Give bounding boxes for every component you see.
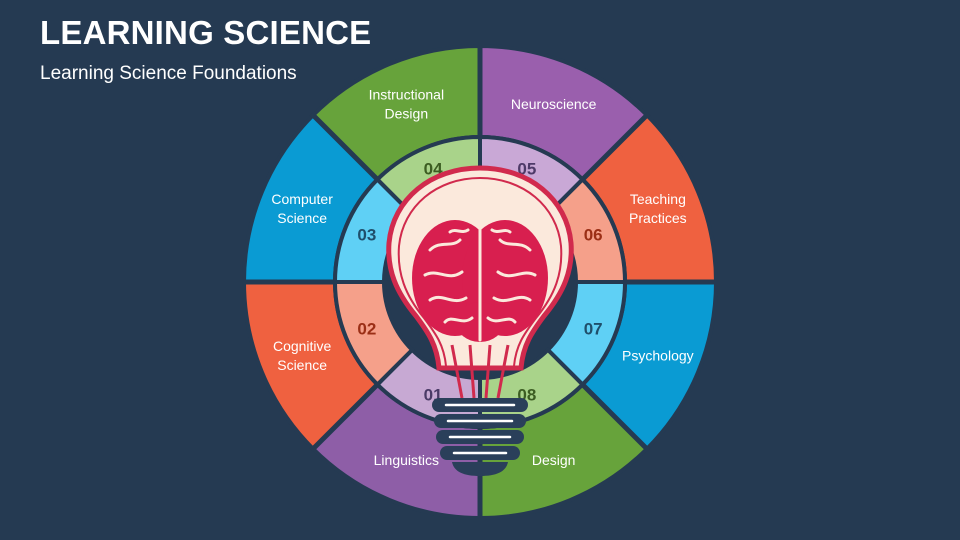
segment-label-line: Linguistics xyxy=(374,452,439,468)
page-subtitle: Learning Science Foundations xyxy=(40,63,297,84)
segment-03-number: 03 xyxy=(357,226,376,245)
segment-label-line: Design xyxy=(532,452,576,468)
bulb-inner-outline xyxy=(397,176,563,367)
segment-label-line: Computer xyxy=(271,191,333,207)
bulb-base-threads xyxy=(444,403,516,455)
segment-06-number: 06 xyxy=(584,226,603,245)
segment-label-line: Psychology xyxy=(622,348,694,364)
segment-label-line: Science xyxy=(277,210,327,226)
segment-01-label: Linguistics xyxy=(374,452,439,468)
segment-label-line: Neuroscience xyxy=(511,96,597,112)
segment-label-line: Instructional xyxy=(369,87,444,103)
segment-label-line: Design xyxy=(385,106,429,122)
segment-02-number: 02 xyxy=(357,319,376,338)
lightbulb-brain-icon xyxy=(386,165,574,476)
brain-icon xyxy=(412,220,548,342)
segment-label-line: Cognitive xyxy=(273,338,332,354)
bulb-filament xyxy=(450,344,510,399)
segment-label-line: Teaching xyxy=(630,191,686,207)
segment-05-number: 05 xyxy=(517,159,536,178)
page-title: LEARNING SCIENCE xyxy=(40,14,372,51)
segment-05-label: Neuroscience xyxy=(511,96,597,112)
segment-07-number: 07 xyxy=(584,319,603,338)
bulb-screw-base xyxy=(432,398,528,476)
segment-08-label: Design xyxy=(532,452,576,468)
segment-label-line: Science xyxy=(277,357,327,373)
segment-07-label: Psychology xyxy=(622,348,694,364)
segment-label-line: Practices xyxy=(629,210,687,226)
